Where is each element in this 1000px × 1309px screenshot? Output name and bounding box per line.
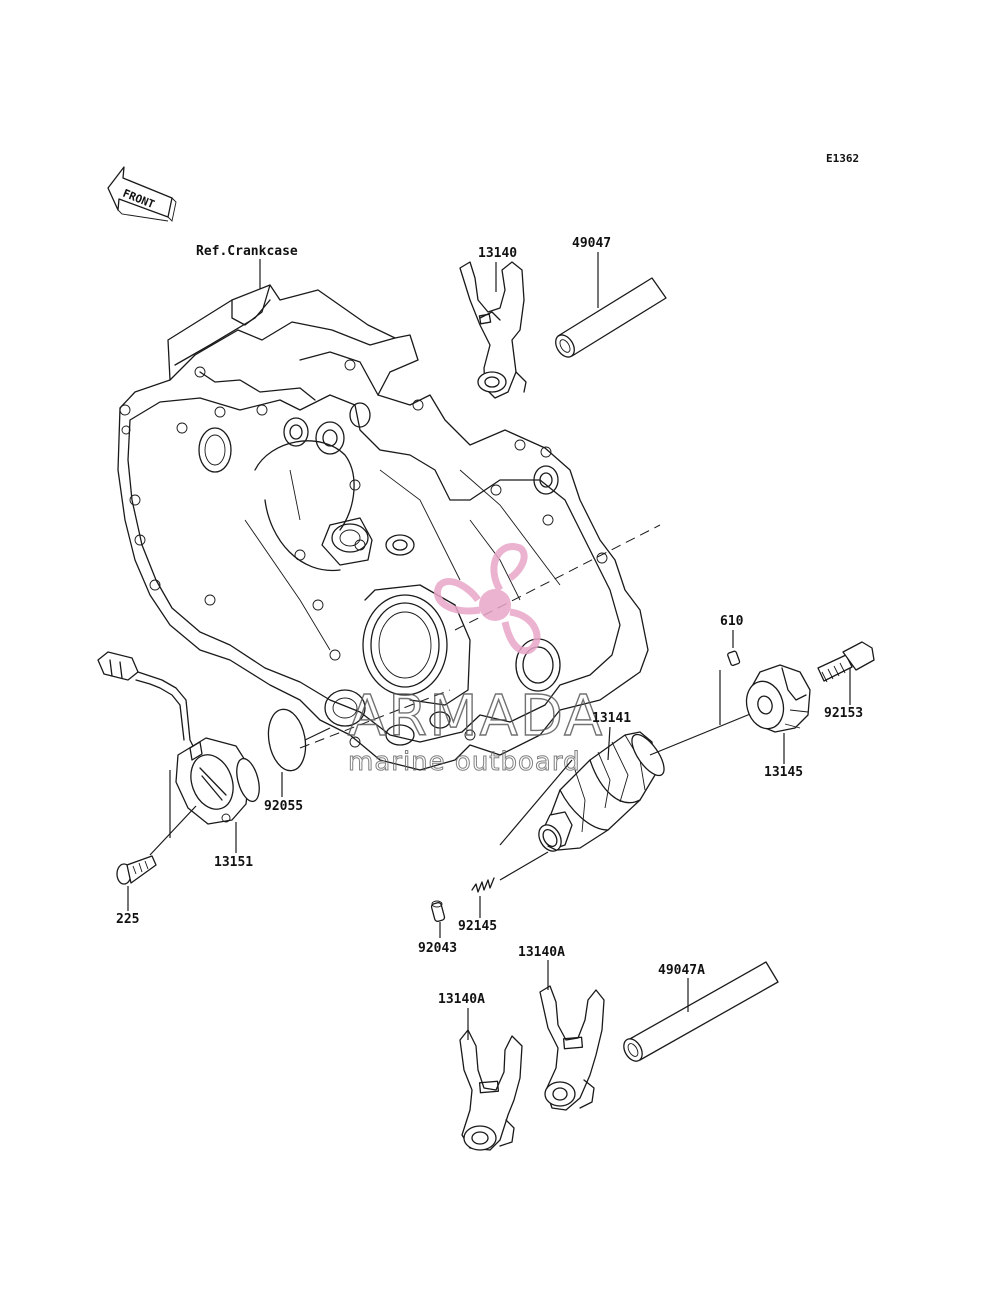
watermark-tagline: marine outboard xyxy=(348,747,581,777)
part-225-label: 225 xyxy=(116,912,139,927)
part-13140A-right-label: 13140A xyxy=(518,945,565,960)
watermark: ARMADA marine outboard xyxy=(347,543,604,778)
part-13140A-left-label: 13140A xyxy=(438,992,485,1007)
diagram-code: E1362 xyxy=(826,152,859,165)
screw-225-illustration xyxy=(116,855,157,885)
spring-92145-illustration xyxy=(471,877,495,893)
part-13145-label: 13145 xyxy=(764,765,803,780)
shift-fork-13140-illustration xyxy=(459,261,527,399)
watermark-brand: ARMADA xyxy=(348,684,604,749)
shift-drum-13141-illustration xyxy=(538,731,665,852)
shaft-49047A-illustration xyxy=(623,961,779,1062)
part-92043-label: 92043 xyxy=(418,941,457,956)
part-92153-label: 92153 xyxy=(824,706,863,721)
shift-fork-13140A-right-illustration xyxy=(539,985,605,1111)
part-13151-label: 13151 xyxy=(214,855,253,870)
watermark-logo-icon xyxy=(434,543,541,655)
bolt-92153-illustration xyxy=(817,641,875,683)
shift-fork-13140A-left-illustration xyxy=(459,1029,523,1151)
part-13140-label: 13140 xyxy=(478,246,517,261)
part-92055-label: 92055 xyxy=(264,799,303,814)
part-92145-label: 92145 xyxy=(458,919,497,934)
part-49047A-label: 49047A xyxy=(658,963,705,978)
part-49047-label: 49047 xyxy=(572,236,611,251)
o-ring-92055-illustration xyxy=(267,708,307,772)
part-13141-label: 13141 xyxy=(592,711,631,726)
front-arrow-icon: FRONT xyxy=(107,166,177,222)
pin-610-illustration xyxy=(727,650,741,667)
part-610-label: 610 xyxy=(720,614,744,629)
pin-92043-illustration xyxy=(430,900,446,922)
switch-13151-illustration xyxy=(97,651,260,825)
cam-13145-illustration xyxy=(745,664,811,733)
shaft-49047-illustration xyxy=(555,277,667,358)
ref-crankcase-label: Ref.Crankcase xyxy=(196,244,298,259)
